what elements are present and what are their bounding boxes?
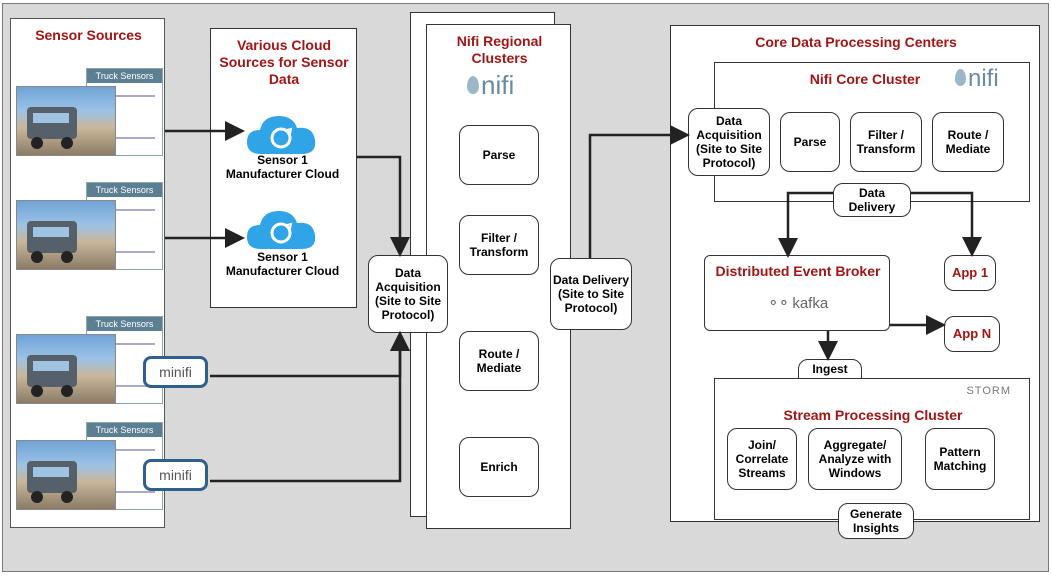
event-broker-title: Distributed Event Broker [715, 263, 881, 279]
cloud-sources-panel: Various Cloud Sources for Sensor Data [210, 28, 357, 308]
regional-cluster-title: Nifi Regional Clusters [456, 33, 543, 66]
nifi-drop-icon [467, 76, 479, 94]
list-lines-icon [115, 209, 155, 253]
arrow-delivery-broker [778, 191, 833, 258]
truck-sensor-card: Truck Sensors minifi [16, 422, 208, 517]
arrow-delivery-app1 [911, 191, 982, 257]
truck-sensor-card: Truck Sensors [16, 182, 163, 277]
sensor-panel: Truck Sensors [86, 182, 163, 270]
core-step-route: Route / Mediate [932, 112, 1004, 172]
nifi-core-title: Nifi Core Cluster [809, 71, 921, 87]
truck-sensors-label: Truck Sensors [87, 183, 162, 197]
list-lines-icon [115, 343, 155, 387]
regional-step-enrich: Enrich [459, 437, 539, 497]
nifi-logo: nifi [955, 65, 1025, 95]
regional-step-parse: Parse [459, 125, 539, 185]
core-data-delivery: Data Delivery [833, 183, 911, 217]
truck-sensor-card: Truck Sensors [16, 68, 163, 163]
minifi-badge: minifi [143, 459, 208, 491]
truck-photo [16, 334, 116, 404]
arrow-cloud-acq [357, 155, 410, 257]
stream-step-aggregate: Aggregate/ Analyze with Windows [808, 428, 902, 490]
arrow-minifi1-acq [210, 331, 410, 378]
sensor-sources-title: Sensor Sources [35, 27, 142, 43]
truck-sensors-label: Truck Sensors [87, 317, 162, 331]
core-step-filter: Filter / Transform [850, 112, 922, 172]
data-acquisition-left: Data Acquisition (Site to Site Protocol) [368, 255, 448, 333]
stream-processing-title: Stream Processing Cluster [783, 407, 963, 423]
data-delivery-mid: Data Delivery (Site to Site Protocol) [550, 258, 632, 330]
core-step-parse: Parse [780, 112, 840, 172]
regional-step-filter: Filter / Transform [459, 215, 539, 275]
generate-insights: Generate Insights [838, 503, 914, 539]
truck-sensors-label: Truck Sensors [87, 69, 162, 83]
cloud-label-2: Sensor 1 Manufacturer Cloud [225, 250, 340, 278]
cloud-icon [243, 110, 323, 160]
cloud-icon [243, 205, 323, 255]
arrow-minifi2-acq [210, 331, 410, 483]
minifi-badge: minifi [143, 356, 208, 388]
core-centers-title: Core Data Processing Centers [755, 34, 957, 50]
cloud-sources-title: Various Cloud Sources for Sensor Data [219, 37, 349, 87]
kafka-logo: ⚬⚬ kafka [767, 295, 829, 312]
truck-photo [16, 86, 116, 156]
storm-logo: STORM [966, 385, 1011, 397]
nifi-drop-icon [955, 69, 966, 86]
cloud-label-1: Sensor 1 Manufacturer Cloud [225, 153, 340, 181]
stream-step-join: Join/ Correlate Streams [727, 428, 797, 490]
truck-photo [16, 200, 116, 270]
stream-step-pattern: Pattern Matching [925, 428, 995, 490]
list-lines-icon [115, 95, 155, 139]
kafka-icon: ⚬⚬ [767, 295, 790, 312]
truck-photo [16, 440, 116, 510]
regional-step-route: Route / Mediate [459, 331, 539, 391]
core-data-acquisition: Data Acquisition (Site to Site Protocol) [688, 108, 770, 176]
truck-sensors-label: Truck Sensors [87, 423, 162, 437]
truck-sensor-card: Truck Sensors minifi [16, 316, 208, 411]
list-lines-icon [115, 449, 155, 493]
nifi-logo: nifi [467, 70, 537, 100]
arrow-delivery-core [588, 125, 690, 258]
